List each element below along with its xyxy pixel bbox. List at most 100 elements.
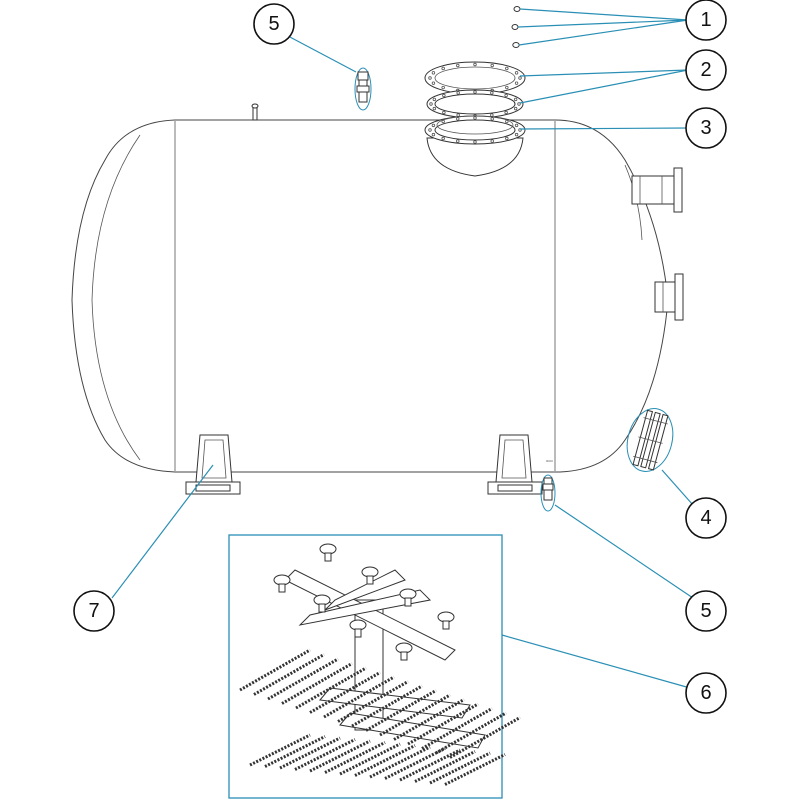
bolt-hole <box>441 66 445 71</box>
lateral-arm <box>407 702 479 746</box>
bolt-hole <box>431 132 436 137</box>
callout-7: 7 <box>73 590 115 632</box>
lateral-arm <box>414 750 476 783</box>
collector-stem <box>318 603 326 613</box>
bolt-hole <box>428 76 432 80</box>
bolt-hole <box>431 81 436 85</box>
callout-2-number: 2 <box>700 59 711 81</box>
lateral-arm <box>337 680 409 723</box>
lateral-arm <box>323 675 395 719</box>
upper-side-nozzle <box>631 167 683 213</box>
bolt-hole <box>432 97 437 102</box>
bolt-hole <box>504 93 508 98</box>
collector-stem <box>404 597 412 607</box>
vent-valve-detail <box>354 67 372 111</box>
lateral-arm <box>324 741 386 774</box>
callout-2: 2 <box>685 49 727 91</box>
bolt-hole <box>441 119 445 124</box>
filter-tank: ooo <box>71 103 669 473</box>
lateral-arm <box>294 738 356 771</box>
bolt-hole <box>429 102 433 106</box>
bolt-hole <box>490 117 494 121</box>
lateral-arm <box>399 748 461 782</box>
bolt-hole <box>456 63 460 68</box>
bolt-hole <box>442 110 446 115</box>
bolt-hole <box>514 71 519 75</box>
lateral-arm <box>435 711 507 755</box>
manhole-flange <box>424 115 526 177</box>
lateral-arm <box>267 657 339 701</box>
washer-part <box>511 24 519 30</box>
bolt-hole <box>505 85 509 90</box>
sight-glass-detail <box>626 408 674 472</box>
collector-stem <box>442 620 450 630</box>
lateral-arm <box>249 733 311 767</box>
lateral-arm <box>393 698 465 741</box>
lateral-arm <box>309 671 381 714</box>
bolt-hole <box>505 136 509 141</box>
bolt-hole <box>513 97 518 102</box>
bolt-hole <box>428 128 432 132</box>
support-foot-left <box>185 434 241 495</box>
lateral-arm <box>384 747 446 780</box>
nut-part <box>512 42 520 48</box>
bolt-hole <box>514 81 519 85</box>
lateral-arm <box>369 745 431 779</box>
bolt-hole <box>441 85 445 90</box>
bolt-hole <box>456 91 460 95</box>
distributor-detail-box <box>228 534 521 799</box>
lower-side-nozzle <box>654 273 684 321</box>
bolt-hole <box>441 136 445 141</box>
bolt-hole <box>473 140 477 144</box>
bolt-hole <box>505 66 509 71</box>
callout-1: 1 <box>685 0 727 41</box>
lateral-arm <box>351 684 423 728</box>
bolt-hole <box>505 119 509 124</box>
bolt-hole <box>514 123 519 128</box>
lateral-arm <box>444 753 506 786</box>
lateral-arm <box>281 662 353 705</box>
bolt-hole <box>504 110 508 115</box>
collector-stem <box>354 628 362 638</box>
callout-5-bottom-number: 5 <box>700 600 711 622</box>
bolt-hole <box>517 102 521 106</box>
lateral-arm <box>309 739 371 773</box>
callout-1-number: 1 <box>700 9 711 31</box>
bolt-hole <box>456 139 460 143</box>
bolt-hole <box>513 106 518 111</box>
lateral-arm <box>379 693 451 737</box>
bolt-hole <box>431 71 436 75</box>
lateral-arm <box>421 707 493 750</box>
collector-stem <box>366 575 374 585</box>
callout-6: 6 <box>685 672 727 714</box>
callout-7-number: 7 <box>88 600 99 622</box>
screw-part <box>513 6 521 12</box>
svg-text:ooo: ooo <box>546 458 553 463</box>
bolt-hole <box>490 91 494 95</box>
bolt-hole <box>442 93 446 98</box>
drain-valve-detail <box>540 474 556 512</box>
callout-3-number: 3 <box>700 117 711 139</box>
bolt-hole <box>490 139 494 143</box>
callout-5-bottom: 5 <box>685 590 727 632</box>
bolt-hole <box>473 116 477 120</box>
callout-4-number: 4 <box>700 507 711 529</box>
manhole-cover-plate <box>424 61 526 95</box>
callout-5-top-number: 5 <box>268 13 279 35</box>
lateral-arm <box>354 744 416 777</box>
collector-stem <box>400 651 408 661</box>
bolt-hole <box>473 90 477 94</box>
lateral-arm <box>253 653 325 696</box>
bolt-hole <box>431 123 436 128</box>
lateral-arm <box>429 751 491 785</box>
lateral-arm <box>295 666 367 710</box>
callout-3: 3 <box>685 107 727 149</box>
collector-stem <box>324 552 332 562</box>
leader-lines <box>111 8 694 689</box>
lateral-arm <box>365 689 437 732</box>
lateral-arm <box>339 742 401 776</box>
lateral-arm <box>449 716 521 759</box>
bolt-hole <box>432 106 437 111</box>
collector-stem <box>278 583 286 593</box>
